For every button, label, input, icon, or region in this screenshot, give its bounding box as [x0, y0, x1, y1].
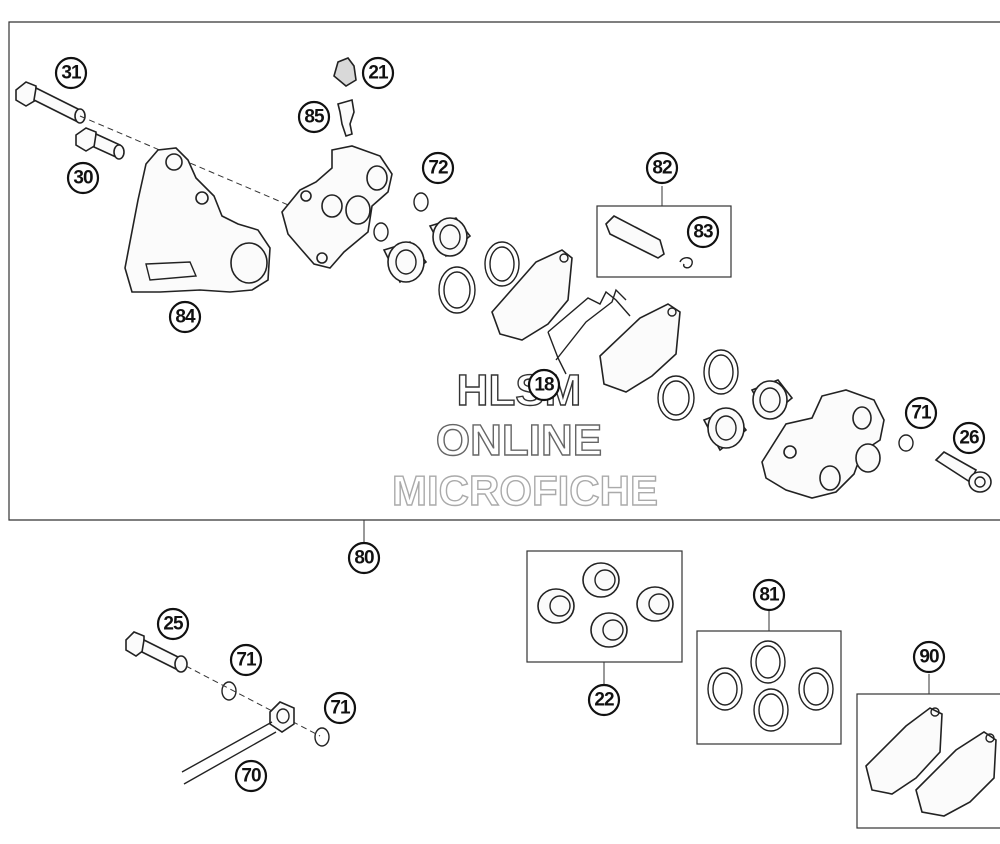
caliper-bracket-84: [124, 147, 271, 293]
svg-text:18: 18: [534, 375, 554, 396]
callout-80: 80: [347, 541, 381, 575]
kit-seal-3: [798, 667, 834, 711]
watermark-line3: MICROFICHE: [392, 467, 658, 514]
svg-text:81: 81: [759, 585, 780, 606]
kit-pad-1: [865, 707, 943, 795]
svg-text:25: 25: [163, 614, 184, 635]
kit-pad-2: [915, 731, 997, 817]
watermark-line1: HLSM: [457, 366, 582, 415]
kit-box-82: [596, 205, 732, 278]
r-clip-83: [679, 257, 693, 269]
svg-text:82: 82: [652, 158, 672, 179]
svg-text:71: 71: [911, 403, 932, 424]
svg-text:31: 31: [61, 63, 82, 84]
pad-pin: [605, 215, 665, 259]
svg-text:71: 71: [236, 650, 257, 671]
svg-text:71: 71: [330, 698, 351, 719]
callout-25: 25: [156, 607, 190, 641]
seal-ring-left-2: [438, 266, 476, 314]
svg-text:22: 22: [594, 690, 614, 711]
kit-seal-2: [707, 667, 743, 711]
callout-71-lower-b: 71: [323, 691, 357, 725]
dash-line-lower: [185, 665, 321, 737]
callout-84: 84: [168, 300, 202, 334]
o-ring-71-lower-b: [314, 727, 330, 747]
assembly-frame-80: [8, 21, 1000, 521]
kit-seal-4: [753, 688, 789, 732]
o-ring-71-upper: [898, 434, 914, 452]
bolt-26: [934, 451, 992, 493]
callout-18: 18: [527, 368, 561, 402]
kit-piston-4: [590, 612, 628, 648]
banjo-bolt-25: [125, 631, 188, 673]
brake-pad-right: [599, 303, 681, 393]
svg-text:21: 21: [368, 63, 389, 84]
callout-90: 90: [912, 640, 946, 674]
callout-71-upper: 71: [904, 396, 938, 430]
svg-text:83: 83: [693, 222, 713, 243]
callout-26: 26: [952, 421, 986, 455]
callout-30: 30: [66, 161, 100, 195]
callout-85: 85: [297, 100, 331, 134]
callout-82: 82: [645, 151, 679, 185]
piston-upper-right: [750, 379, 794, 420]
svg-text:30: 30: [73, 168, 93, 189]
svg-text:84: 84: [175, 307, 196, 328]
kit-box-81: [696, 630, 842, 745]
piston-upper-left: [428, 217, 472, 258]
pad-spring-18: [547, 288, 631, 375]
callout-70: 70: [234, 759, 268, 793]
bleeder-cap-21: [333, 57, 357, 87]
callout-81: 81: [752, 578, 786, 612]
kit-piston-2: [537, 588, 575, 624]
callout-22: 22: [587, 683, 621, 717]
brake-pad-left: [491, 249, 573, 341]
caliper-half-right: [761, 389, 885, 499]
kit-piston-1: [582, 562, 620, 598]
svg-text:70: 70: [241, 766, 261, 787]
bolt-30: [75, 127, 125, 160]
o-ring-72b: [373, 222, 389, 242]
svg-text:80: 80: [354, 548, 374, 569]
callout-83: 83: [686, 215, 720, 249]
bolt-31: [15, 81, 86, 124]
kit-box-90: [856, 693, 1000, 829]
watermark: HLSM ONLINE MICROFICHE: [391, 365, 658, 514]
svg-text:85: 85: [304, 107, 325, 128]
seal-ring-right-1: [703, 349, 739, 395]
bleeder-screw-85: [337, 98, 355, 138]
kit-piston-3: [636, 586, 674, 622]
callout-72: 72: [421, 151, 455, 185]
svg-text:72: 72: [428, 158, 448, 179]
piston-lower-right: [702, 407, 748, 452]
seal-ring-left-1: [484, 241, 520, 287]
watermark-line2: ONLINE: [436, 416, 602, 465]
callout-31: 31: [54, 56, 88, 90]
o-ring-71-lower-a: [221, 681, 237, 701]
o-ring-72a: [413, 192, 429, 212]
brake-hose-70: [181, 701, 295, 785]
piston-lower-left: [382, 241, 428, 284]
callout-21: 21: [361, 56, 395, 90]
seal-ring-right-2: [657, 375, 695, 421]
svg-text:26: 26: [959, 428, 979, 449]
kit-seal-1: [750, 640, 786, 684]
callout-71-lower-a: 71: [229, 643, 263, 677]
svg-text:90: 90: [919, 647, 939, 668]
caliper-half-left: [281, 145, 393, 269]
